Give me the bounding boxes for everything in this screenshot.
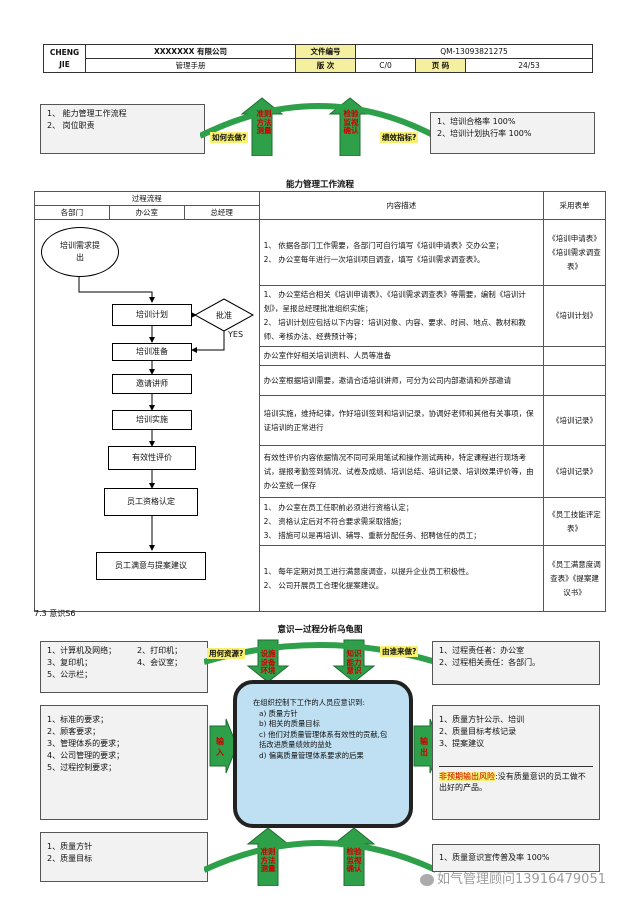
page-label: 页 码	[415, 58, 466, 73]
desc-row-8: 1、 每年定期对员工进行满意度调查，以提升企业员工积极性。2、 公司开展员工合理…	[258, 545, 545, 612]
output-box: 1、质量方针公示、培训 2、质量目标考核记录 3、提案建议 非预期输出风险:没有…	[432, 705, 600, 820]
flow-connectors	[78, 274, 225, 551]
flow-node-eval: 有效性评价	[108, 446, 196, 470]
process-center-box: 在组织控制下工作的人员应意识到: a) 质量方针 b) 相关的质量目标 c) 他…	[233, 680, 413, 828]
approve-label: 批准	[216, 311, 232, 320]
risk-label: 非预期输出风险	[439, 772, 495, 781]
flow-node-impl: 培训实施	[112, 410, 192, 430]
arrow-label-criteria-bottom: 准则方法测量	[260, 847, 276, 873]
col-depts: 各部门	[34, 205, 110, 220]
criteria-box: 1、质量方针 2、质量目标	[40, 832, 208, 882]
form-row-6: 《培训记录》	[543, 445, 606, 498]
input-requirements-box: 1、标准的要求； 2、顾客要求； 3、管理体系的要求； 4、公司管理的要求； 5…	[40, 705, 208, 820]
form-row-1: 《培训申请表》《培训需求调查表》	[543, 219, 606, 286]
turtle-top-arrows	[204, 639, 436, 682]
flow-table: 过程流程 内容描述 采用表单 各部门 办公室 总经理 1、 依据各部门工作需要，…	[34, 191, 606, 612]
flow-node-start: 培训需求提出	[41, 227, 119, 277]
how-label: 如何去做?	[210, 132, 249, 143]
flow-node-prep: 培训准备	[112, 343, 192, 361]
curve-icon	[204, 840, 436, 873]
curve-icon	[200, 103, 435, 139]
list-item: 1、培训合格率 100%	[437, 117, 516, 126]
top-left-box: 1、 能力管理工作流程 2、 岗位职责	[40, 104, 205, 154]
col-office: 办公室	[108, 205, 185, 220]
top-arrows	[200, 97, 435, 156]
desc-row-6: 有效性评价内容依据情况不同可采用笔试和操作测试两种，特定课程进行现场考试，提报考…	[258, 445, 545, 498]
form-row-2: 《培训计划》	[543, 285, 606, 347]
manual-name: 管理手册	[85, 58, 296, 73]
turtle-bottom-arrows	[204, 827, 436, 886]
flow-node-plan: 培训计划	[112, 304, 192, 326]
output-label: 输出	[420, 737, 428, 757]
form-row-3	[543, 346, 606, 366]
flow-node-invite: 邀请讲师	[112, 374, 192, 394]
kpi-box: 1、质量意识宣传普及率 100%	[432, 844, 600, 872]
input-label: 输入	[216, 737, 224, 757]
who-label: 由谁来做?	[380, 646, 419, 657]
form-row-4	[543, 365, 606, 396]
page-number: 24/53	[465, 58, 593, 73]
yes-label: YES	[228, 330, 244, 339]
flow-node-survey: 员工满意与提案建议	[96, 552, 206, 580]
resources-box: 1、计算机及网络；2、打印机； 3、复印机；4、会议室； 5、公示栏；	[40, 641, 208, 693]
list-item: 2、 岗位职责	[47, 121, 95, 130]
arrow-right-icon	[209, 718, 238, 774]
form-header: 采用表单	[543, 191, 606, 220]
desc-row-3: 办公室作好相关培训资料、人员等准备	[258, 346, 545, 366]
flow-title: 能力管理工作流程	[285, 180, 354, 190]
arrow-up-icon	[246, 827, 290, 886]
turtle-title: 意识—过程分析乌龟图	[277, 625, 363, 635]
proc-header: 过程流程	[34, 191, 260, 206]
wechat-icon	[420, 873, 434, 886]
flow-node-approve	[194, 298, 254, 332]
doc-no: QM-13093821275	[355, 44, 593, 59]
responsible-box: 1、过程责任者：办公室 2、过程相关责任：各部门。	[432, 641, 600, 685]
arrow-label-facilities: 设施设备环境	[260, 649, 276, 675]
kpi-label: 绩效指标?	[380, 132, 419, 143]
watermark: 如气管理顾问13916479051	[420, 868, 606, 887]
flow-area	[34, 219, 260, 612]
version: C/0	[355, 58, 416, 73]
form-row-8: 《员工满意度调查表》《提案建议书》	[543, 545, 606, 612]
company-name: XXXXXXX 有限公司	[85, 44, 296, 59]
resources-label: 用何资源?	[207, 648, 246, 659]
list-item: 2、培训计划执行率 100%	[437, 129, 532, 138]
desc-row-7: 1、 办公室在员工任职前必须进行资格认定；2、 资格认定后对不符合要求需采取措施…	[258, 497, 545, 546]
arrow-label-knowledge: 知识能力意识	[346, 649, 362, 675]
flow-node-qual: 员工资格认定	[104, 488, 198, 516]
arrow-label-verify-bottom: 检验监视确认	[346, 847, 362, 873]
desc-header: 内容描述	[258, 191, 545, 220]
list-item: 1、 能力管理工作流程	[47, 109, 127, 118]
desc-row-4: 办公室根据培训需要，邀请合适培训讲师，可分为公司内部邀请和外部邀请	[258, 365, 545, 396]
desc-row-2: 1、 办公室结合相关《培训申请表》、《培训需求调查表》等需要，编制《培训计划》，…	[258, 285, 545, 347]
col-gm: 总经理	[183, 205, 260, 220]
form-row-5: 《培训记录》	[543, 395, 606, 446]
arrow-label-verify: 检验监视确认	[343, 109, 359, 135]
arrow-label-criteria: 准则方法测量	[256, 109, 272, 135]
desc-row-1: 1、 依据各部门工作需要，各部门可自行填写《培训申请表》交办公室；2、 办公室每…	[258, 219, 545, 286]
desc-row-5: 培训实施，维持纪律，作好培训签到和培训记录，协调好老师和其他有关事项，保证培训的…	[258, 395, 545, 446]
section-label: 7.3 意识S6	[34, 609, 76, 618]
form-row-7: 《员工技能评定表》	[543, 497, 606, 546]
top-right-box: 1、培训合格率 100% 2、培训计划执行率 100%	[430, 112, 595, 154]
doc-no-label: 文件编号	[295, 44, 356, 59]
version-label: 版 次	[295, 58, 356, 73]
